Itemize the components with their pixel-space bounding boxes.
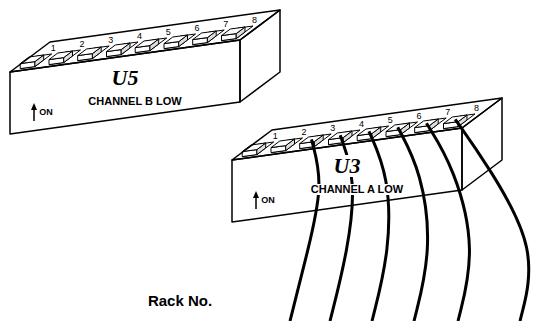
switch-number: 7 [222,20,229,29]
on-label: ON [38,108,54,117]
switch-face [462,98,502,190]
switch-outline [230,94,506,226]
switch-number: 1 [272,132,279,141]
rack-lead [455,119,529,321]
switch-number: 8 [251,16,258,25]
switch-number: 2 [78,40,85,49]
rack-lead [369,131,389,321]
switch-number: 3 [107,36,114,45]
chip-designator: U3 [332,155,363,177]
rack-lead [290,139,319,321]
switch-body: U5 [8,6,284,138]
switch-number: 6 [415,112,422,121]
switch-number: 6 [193,24,200,33]
rack-lead [398,127,428,321]
switch-body: U3 [230,94,506,226]
switch-number: 5 [165,28,172,37]
on-label: ON [260,196,276,205]
switch-number: 1 [50,44,57,53]
rack-lead [426,123,469,321]
chip-designator: U5 [110,67,141,89]
switch-face [10,40,240,134]
switch-number: 5 [387,116,394,125]
switch-bank [242,114,475,209]
on-arrowhead [31,103,37,110]
switch-outline [8,6,284,138]
on-arrowhead [253,191,259,198]
switch-number: 8 [473,104,480,113]
switch-number: 7 [444,108,451,117]
switch-bank [20,26,253,121]
channel-label: CHANNEL B LOW [87,96,182,107]
switch-face [240,10,280,102]
switch-number: 3 [329,124,336,133]
switch-number: 4 [136,32,143,41]
switch-face [232,128,462,222]
switch-number: 2 [300,128,307,137]
switch-number: 4 [358,120,365,129]
rack-number-label: Rack No. [147,293,213,308]
channel-label: CHANNEL A LOW [310,184,404,195]
